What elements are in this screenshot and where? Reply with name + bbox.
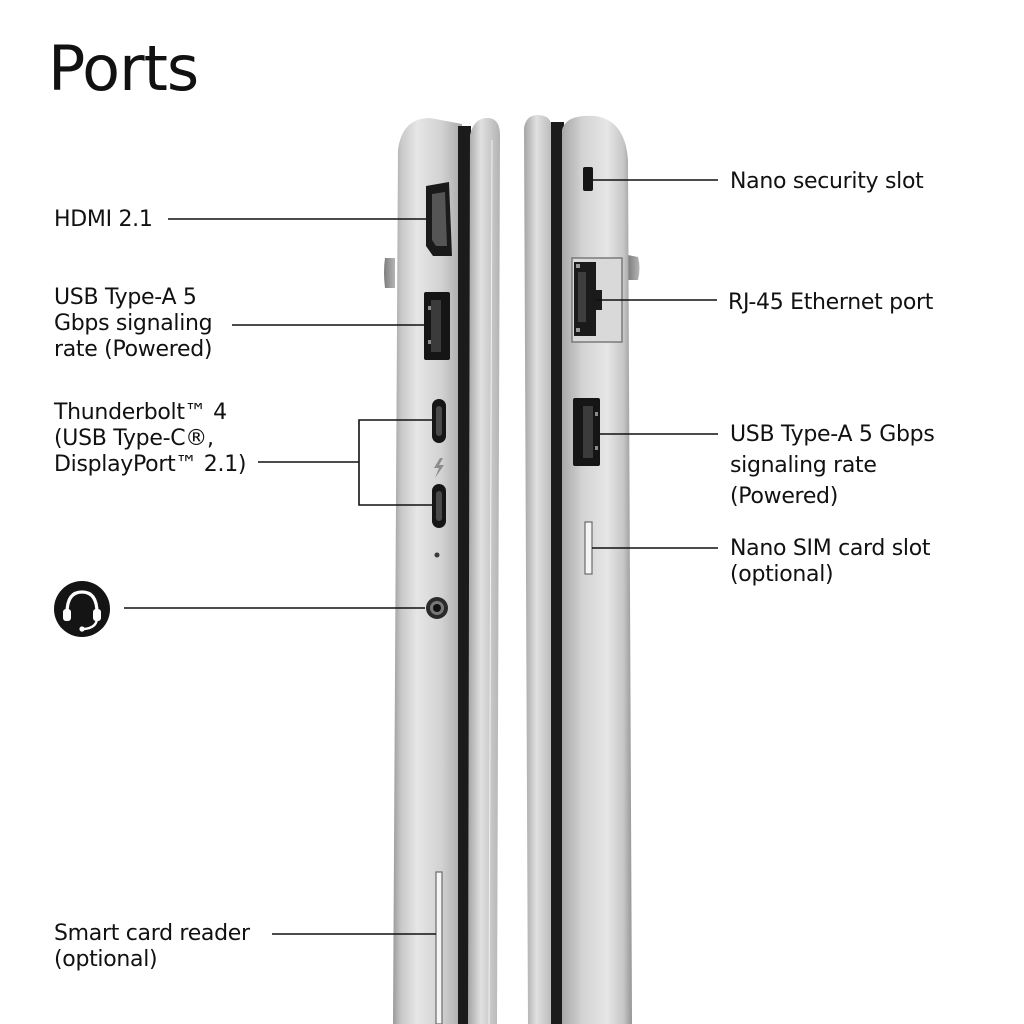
lid — [468, 118, 500, 1024]
usb-a-port-left — [424, 292, 450, 360]
label-smart-card: Smart card reader (optional) — [54, 921, 250, 972]
label-rj45: RJ-45 Ethernet port — [728, 290, 934, 315]
rubber-foot — [384, 258, 395, 288]
usb-a-port-right — [573, 398, 600, 466]
seam — [551, 122, 564, 1024]
page-title: Ports — [48, 32, 199, 105]
nano-security-slot — [583, 167, 593, 191]
rubber-foot — [628, 255, 640, 280]
smart-card-slot — [435, 871, 443, 1024]
label-thunderbolt: Thunderbolt™ 4 (USB Type-C®, DisplayPort… — [54, 400, 247, 477]
headset-icon — [54, 581, 110, 637]
label-usb-a-right: USB Type-A 5 Gbps signaling rate (Powere… — [730, 422, 935, 509]
label-security-slot: Nano security slot — [730, 169, 924, 194]
right-side-view — [524, 115, 640, 1024]
lid — [524, 115, 555, 1024]
label-usb-a-left: USB Type-A 5 Gbps signaling rate (Powere… — [54, 285, 213, 362]
thunderbolt-icon — [434, 458, 444, 478]
leader-lines — [124, 179, 718, 935]
label-sim: Nano SIM card slot (optional) — [730, 536, 931, 587]
nano-sim-slot — [584, 521, 593, 575]
seam — [458, 126, 471, 1024]
label-hdmi: HDMI 2.1 — [54, 207, 153, 232]
hdmi-port — [426, 182, 452, 256]
base-chassis — [562, 115, 632, 1024]
left-side-view — [384, 118, 500, 1024]
status-led — [434, 552, 440, 558]
